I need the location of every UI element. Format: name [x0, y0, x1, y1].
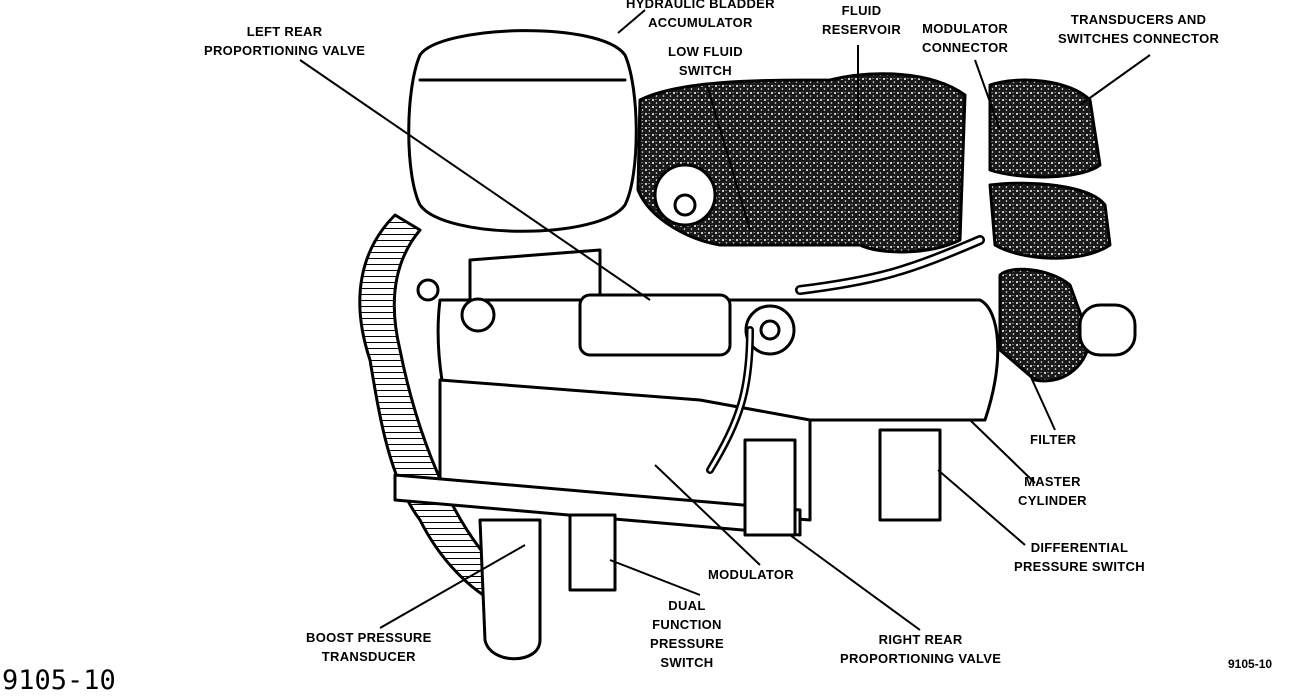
- label-filter: FILTER: [1030, 430, 1076, 449]
- label-hydraulic-bladder-accumulator: HYDRAULIC BLADDER ACCUMULATOR: [626, 0, 775, 32]
- label-line: RESERVOIR: [822, 22, 902, 37]
- leader-boost-transducer: [379, 544, 526, 629]
- label-line: FLUID: [841, 3, 882, 18]
- label-line: CYLINDER: [1018, 493, 1087, 508]
- label-transducers-and-switches-connector: TRANSDUCERS AND SWITCHES CONNECTOR: [1058, 10, 1219, 48]
- label-modulator-connector: MODULATOR CONNECTOR: [922, 19, 1008, 57]
- label-dual-function-pressure-switch: DUAL FUNCTION PRESSURE SWITCH: [650, 596, 724, 672]
- label-master-cylinder: MASTER CYLINDER: [1018, 472, 1087, 510]
- connector-foam-lower: [988, 181, 1112, 260]
- label-line: RIGHT REAR: [878, 632, 963, 647]
- modulator-housing: [438, 378, 812, 522]
- figure-number-caption: 9105-10: [2, 665, 116, 696]
- leader-master-cylinder: [969, 419, 1036, 484]
- label-modulator: MODULATOR: [708, 565, 794, 584]
- label-line: DIFFERENTIAL: [1030, 540, 1129, 555]
- label-line: MASTER: [1024, 474, 1081, 489]
- label-left-rear-proportioning-valve: LEFT REAR PROPORTIONING VALVE: [204, 22, 365, 60]
- label-low-fluid-switch: LOW FLUID SWITCH: [668, 42, 743, 80]
- leader-modulator-connector: [974, 59, 1001, 131]
- label-line: PRESSURE SWITCH: [1014, 559, 1145, 574]
- leader-low-fluid-switch: [706, 84, 751, 231]
- label-line: ACCUMULATOR: [648, 15, 753, 30]
- leader-left-rear-valve: [299, 59, 651, 301]
- connector-foam: [988, 78, 1102, 179]
- leader-filter: [1029, 374, 1056, 431]
- label-differential-pressure-switch: DIFFERENTIAL PRESSURE SWITCH: [1014, 538, 1145, 576]
- label-line: FUNCTION: [652, 617, 722, 632]
- leader-modulator: [654, 464, 761, 566]
- leader-right-rear-valve: [789, 534, 921, 631]
- leader-transducers-connector: [1079, 54, 1151, 106]
- label-line: PROPORTIONING VALVE: [204, 43, 366, 58]
- label-line: MODULATOR: [708, 567, 794, 582]
- filter-element: [998, 267, 1092, 383]
- label-line: DUAL: [668, 598, 706, 613]
- label-right-rear-proportioning-valve: RIGHT REAR PROPORTIONING VALVE: [840, 630, 1001, 668]
- label-line: SWITCH: [660, 655, 714, 670]
- label-line: CONNECTOR: [922, 40, 1009, 55]
- label-line: PROPORTIONING VALVE: [840, 651, 1002, 666]
- reservoir-foam: [636, 72, 967, 254]
- label-line: SWITCH: [678, 63, 732, 78]
- accumulator-shell: [407, 29, 638, 233]
- boost-transducer-body: [478, 518, 542, 661]
- leader-differential-switch: [937, 469, 1026, 546]
- label-boost-pressure-transducer: BOOST PRESSURE TRANSDUCER: [306, 628, 432, 666]
- label-line: PRESSURE: [650, 636, 724, 651]
- label-line: TRANSDUCERS AND: [1070, 12, 1207, 27]
- leader-accumulator: [617, 9, 646, 34]
- label-line: BOOST PRESSURE: [306, 630, 432, 645]
- label-line: SWITCHES CONNECTOR: [1058, 31, 1220, 46]
- label-line: MODULATOR: [922, 21, 1009, 36]
- leader-dual-function-switch: [609, 559, 701, 596]
- label-line: LEFT REAR: [246, 24, 323, 39]
- label-line: TRANSDUCER: [321, 649, 416, 664]
- label-line: HYDRAULIC BLADDER: [626, 0, 775, 11]
- figure-number-corner: 9105-10: [1228, 657, 1273, 671]
- label-fluid-reservoir: FLUID RESERVOIR: [822, 1, 901, 39]
- label-line: LOW FLUID: [668, 44, 743, 59]
- label-line: FILTER: [1030, 432, 1077, 447]
